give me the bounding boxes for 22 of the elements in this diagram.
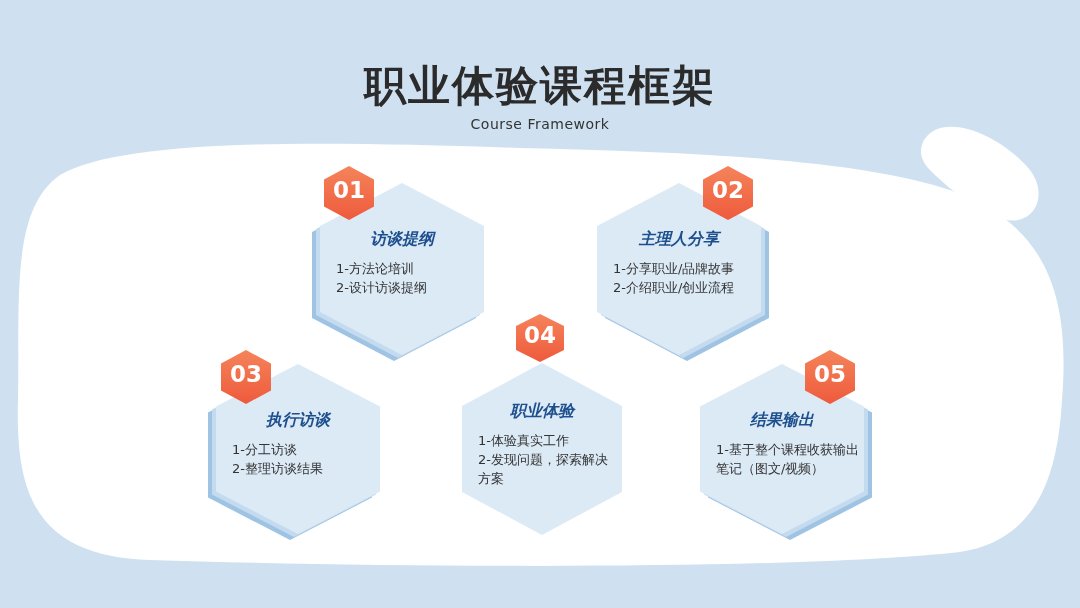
- list-item: 2-介绍职业/创业流程: [613, 279, 736, 297]
- card-heading: 主理人分享: [639, 229, 719, 248]
- card-heading: 职业体验: [510, 401, 574, 420]
- hexagon-card: [700, 364, 872, 540]
- hexagon-card: [312, 183, 484, 361]
- list-item: 2-发现问题，探索解决方案: [478, 451, 609, 488]
- card-heading: 结果输出: [750, 410, 814, 429]
- list-item: 1-基于整个课程收获输出笔记（图文/视频）: [716, 441, 860, 478]
- hexagon-card: [462, 363, 622, 535]
- card-heading: 访谈提纲: [370, 229, 434, 248]
- title: 职业体验课程框架: [364, 61, 716, 110]
- number-badge: 04: [516, 314, 564, 362]
- hexagon-card: [208, 364, 380, 540]
- list-item: 1-分享职业/品牌故事: [613, 260, 736, 278]
- hexagon-card: [597, 183, 769, 361]
- subtitle: Course Framework: [470, 116, 610, 132]
- list-item: 1-分工访谈: [232, 441, 298, 459]
- list-item: 2-设计访谈提纲: [336, 279, 428, 297]
- list-item: 1-方法论培训: [336, 260, 415, 278]
- list-item: 1-体验真实工作: [478, 432, 570, 450]
- list-item: 2-整理访谈结果: [232, 460, 324, 478]
- card-heading: 执行访谈: [266, 410, 330, 429]
